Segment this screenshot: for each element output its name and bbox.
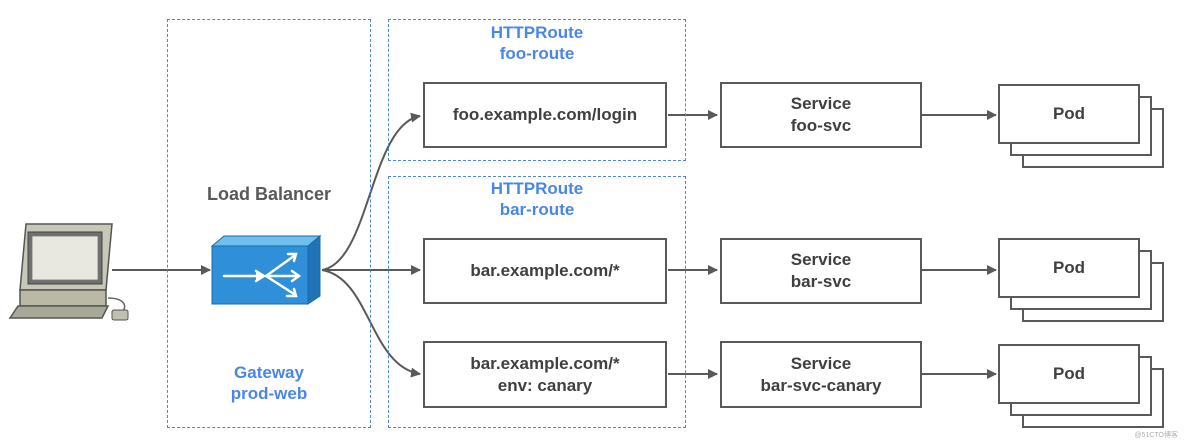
route-container-foo [388, 19, 686, 161]
pod-card-front: Pod [998, 344, 1140, 404]
rule-line1: bar.example.com/* [470, 353, 620, 373]
service-box-foo: Service foo-svc [720, 82, 922, 148]
rule-box-bar: bar.example.com/* [423, 238, 667, 304]
gateway-name: prod-web [230, 384, 308, 403]
gateway-label: Gateway prod-web [167, 362, 371, 404]
load-balancer-icon [210, 234, 322, 305]
pod-label: Pod [1052, 258, 1086, 277]
pod-card-front: Pod [998, 238, 1140, 298]
pod-label: Pod [1052, 364, 1086, 383]
rule-line1: foo.example.com/login [452, 105, 638, 124]
rule-box-foo: foo.example.com/login [423, 82, 667, 148]
service-name: bar-svc [790, 272, 852, 291]
route-container-bar [388, 176, 686, 428]
service-kind: Service [790, 250, 852, 269]
service-box-canary: Service bar-svc-canary [720, 341, 922, 408]
service-name: foo-svc [790, 116, 852, 135]
route-kind: HTTPRoute [490, 179, 584, 198]
pod-label: Pod [1052, 104, 1086, 123]
route-label-bar: HTTPRoute bar-route [388, 178, 686, 220]
service-kind: Service [790, 353, 852, 373]
gateway-container [167, 19, 371, 428]
route-name: bar-route [499, 200, 575, 219]
route-label-foo: HTTPRoute foo-route [388, 22, 686, 64]
service-box-bar: Service bar-svc [720, 238, 922, 304]
gateway-kind: Gateway [234, 363, 304, 382]
route-name: foo-route [499, 44, 575, 63]
route-kind: HTTPRoute [490, 23, 584, 42]
load-balancer-heading: Load Balancer [206, 184, 332, 204]
rule-line2: env: canary [497, 375, 593, 395]
watermark: @51CTO博客 [1134, 432, 1178, 439]
rule-line1: bar.example.com/* [470, 261, 620, 280]
computer-icon [8, 223, 129, 321]
service-kind: Service [790, 94, 852, 113]
pod-card-front: Pod [998, 84, 1140, 144]
service-name: bar-svc-canary [760, 375, 882, 395]
rule-box-canary: bar.example.com/* env: canary [423, 341, 667, 408]
